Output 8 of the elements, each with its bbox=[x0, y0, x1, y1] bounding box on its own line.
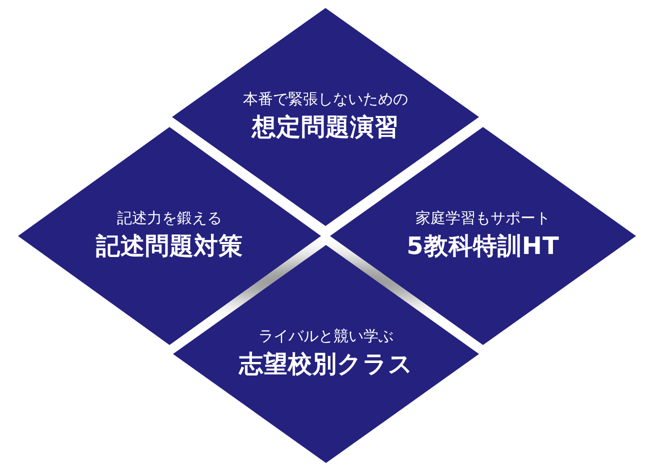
title-text: 志望校別クラス bbox=[238, 350, 414, 378]
subtitle-text: 本番で緊張しないための bbox=[243, 90, 408, 108]
subtitle-text: ライバルと競い学ぶ bbox=[258, 326, 394, 344]
title-text: 想定問題演習 bbox=[252, 112, 399, 140]
subtitle-text: 家庭学習もサポート bbox=[416, 208, 550, 226]
title-text: 5教科特訓HT bbox=[406, 232, 560, 260]
subtitle-text: 記述力を鍛える bbox=[117, 208, 222, 226]
title-text: 記述問題対策 bbox=[96, 232, 243, 260]
